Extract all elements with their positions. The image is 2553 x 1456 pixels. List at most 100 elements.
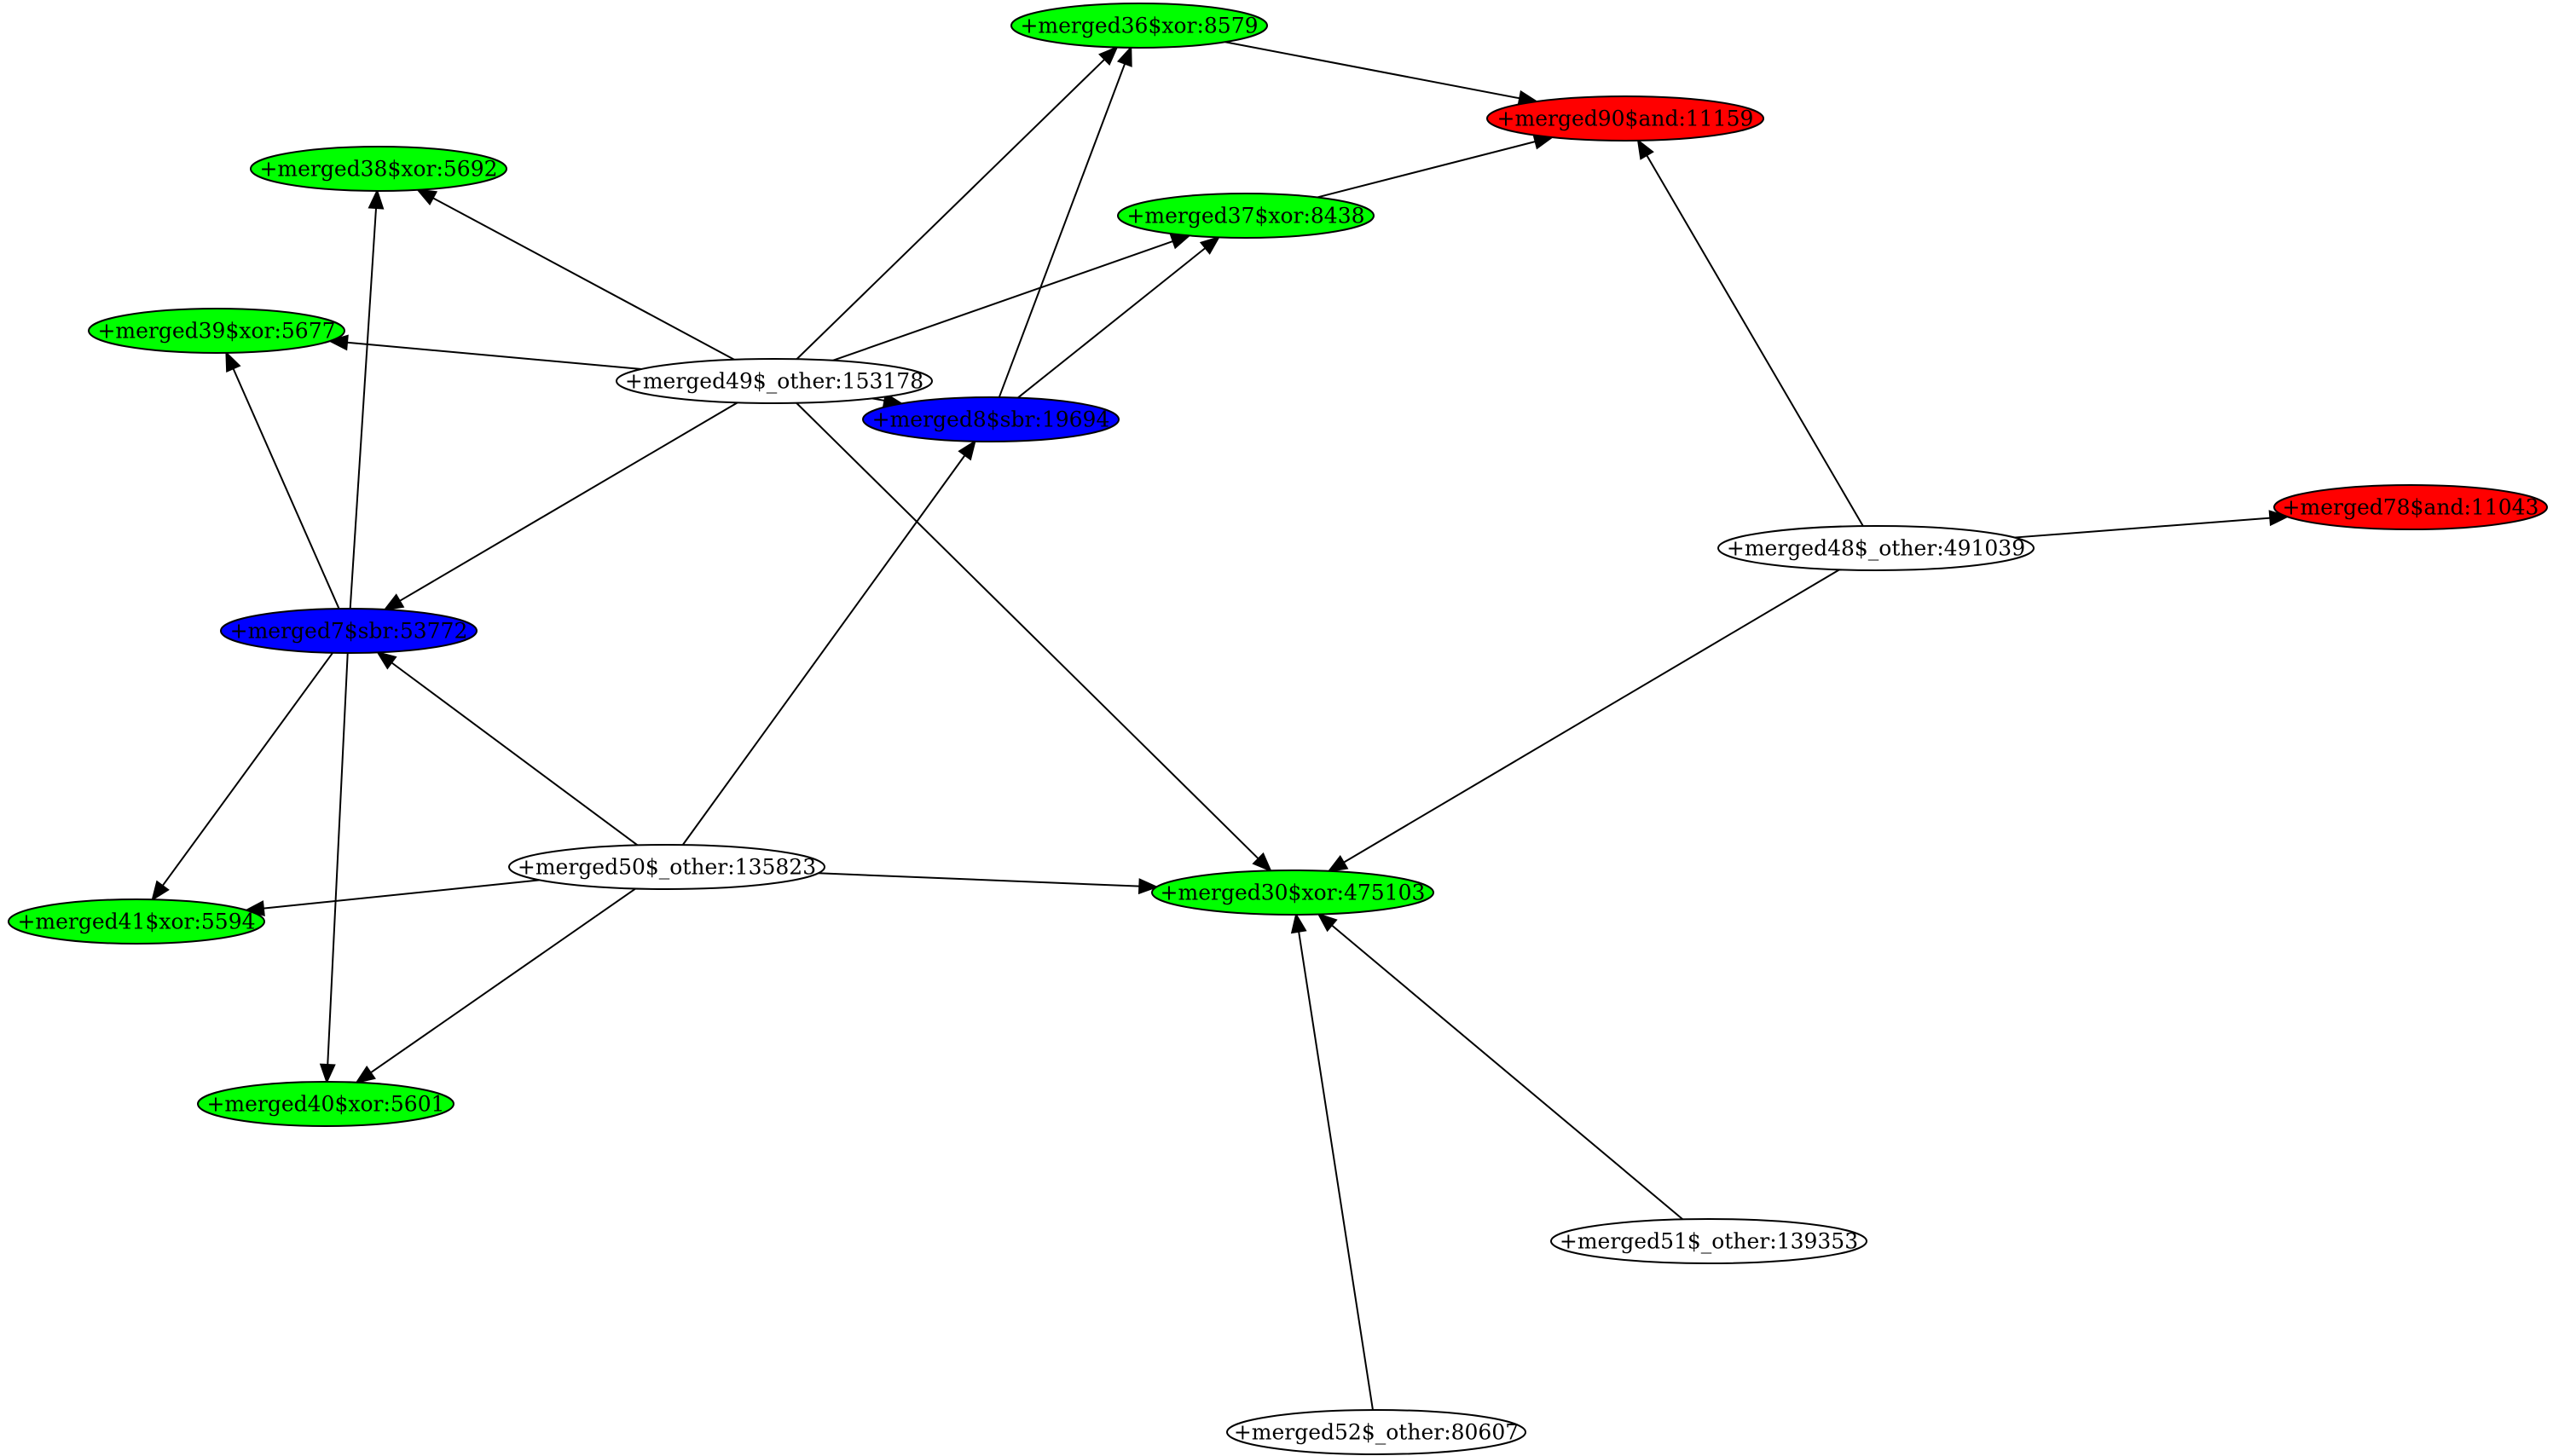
edge-merged48-to-merged30: [1327, 569, 1840, 873]
node-label: +merged48$_other:491039: [1727, 536, 2025, 561]
arrow-head: [1252, 852, 1272, 873]
edge-line: [2014, 517, 2271, 539]
node-merged41: +merged41$xor:5594: [8, 898, 265, 945]
node-label: +merged7$sbr:53772: [230, 619, 468, 644]
arrow-head: [1317, 912, 1338, 933]
edge-line: [998, 63, 1126, 398]
arrow-head: [1199, 235, 1221, 255]
node-label: +merged41$xor:5594: [17, 910, 255, 934]
node-merged38: +merged38$xor:5692: [250, 146, 507, 192]
edge-line: [391, 662, 639, 846]
node-merged37: +merged37$xor:8438: [1117, 193, 1375, 239]
edge-merged36-to-merged90: [1224, 41, 1539, 107]
edge-merged7-to-merged41: [151, 652, 333, 902]
edge-line: [1298, 931, 1374, 1411]
node-ellipse: [1010, 3, 1268, 49]
node-label: +merged51$_other:139353: [1560, 1229, 1858, 1254]
edge-merged52-to-merged30: [1290, 912, 1374, 1411]
arrow-head: [375, 650, 397, 670]
node-merged78: +merged78$and:11043: [2273, 484, 2548, 530]
arrow-head: [225, 350, 241, 373]
node-label: +merged50$_other:135823: [518, 855, 816, 880]
arrow-head: [355, 1066, 376, 1084]
node-ellipse: [508, 844, 825, 890]
edge-merged50-to-merged41: [244, 879, 540, 917]
edge-merged51-to-merged30: [1317, 912, 1684, 1221]
node-ellipse: [8, 898, 265, 945]
arrow-head: [1327, 855, 1349, 873]
edge-line: [346, 341, 642, 370]
node-merged52: +merged52$_other:80607: [1226, 1409, 1526, 1455]
arrow-head: [1290, 912, 1307, 934]
arrow-head: [1636, 138, 1654, 160]
node-label: +merged52$_other:80607: [1234, 1420, 1519, 1445]
node-ellipse: [1550, 1218, 1867, 1264]
node-label: +merged40$xor:5601: [206, 1092, 444, 1117]
edge-line: [399, 402, 738, 602]
node-ellipse: [250, 146, 507, 192]
edge-line: [1017, 247, 1207, 399]
node-ellipse: [197, 1081, 454, 1127]
edge-line: [1646, 154, 1864, 527]
node-merged90: +merged90$and:11159: [1486, 95, 1764, 142]
arrow-head: [1098, 45, 1119, 66]
node-merged39: +merged39$xor:5677: [88, 308, 345, 354]
node-merged48: +merged48$_other:491039: [1717, 525, 2035, 571]
edge-merged50-to-merged7: [375, 650, 639, 846]
node-merged7: +merged7$sbr:53772: [220, 608, 478, 654]
node-ellipse: [2273, 484, 2548, 530]
node-ellipse: [1226, 1409, 1526, 1455]
edge-merged49-to-merged38: [415, 188, 735, 361]
edge-merged8-to-merged37: [1017, 235, 1221, 399]
node-ellipse: [1717, 525, 2035, 571]
edge-merged48-to-merged78: [2014, 510, 2290, 539]
node-merged30: +merged30$xor:475103: [1151, 870, 1434, 916]
edge-line: [1343, 569, 1840, 864]
nodes-layer: +merged36$xor:8579 +merged90$and:11159 +me…: [8, 3, 2548, 1455]
arrow-head: [2268, 510, 2290, 527]
edge-line: [1331, 924, 1684, 1221]
arrow-head: [383, 593, 405, 611]
node-ellipse: [1151, 870, 1434, 916]
edge-merged49-to-merged36: [796, 45, 1119, 360]
node-ellipse: [616, 358, 933, 404]
arrow-head: [319, 1063, 336, 1084]
edge-line: [796, 402, 1259, 859]
edge-line: [327, 652, 349, 1066]
node-ellipse: [1117, 193, 1375, 239]
node-label: +merged90$and:11159: [1497, 107, 1754, 131]
edge-line: [796, 58, 1106, 360]
node-ellipse: [1486, 95, 1764, 142]
edge-merged50-to-merged30: [818, 872, 1159, 895]
edge-line: [370, 887, 636, 1074]
edge-merged50-to-merged8: [681, 439, 976, 846]
node-merged40: +merged40$xor:5601: [197, 1081, 454, 1127]
node-merged36: +merged36$xor:8579: [1010, 3, 1268, 49]
edge-line: [349, 207, 378, 610]
node-label: +merged36$xor:8579: [1020, 14, 1258, 38]
edge-line: [1317, 141, 1536, 199]
node-label: +merged49$_other:153178: [625, 369, 923, 394]
edges-layer: [151, 41, 2290, 1411]
node-label: +merged37$xor:8438: [1126, 204, 1364, 228]
arrow-head: [1116, 45, 1132, 67]
edge-merged49-to-merged37: [832, 234, 1192, 361]
edge-merged50-to-merged40: [355, 887, 636, 1084]
edge-merged7-to-merged39: [225, 350, 340, 610]
edge-merged49-to-merged7: [383, 402, 738, 611]
arrow-head: [958, 439, 976, 461]
node-label: +merged8$sbr:19694: [872, 407, 1110, 432]
edge-line: [432, 197, 735, 361]
edge-line: [263, 879, 540, 910]
edge-merged8-to-merged36: [998, 45, 1132, 398]
node-merged8: +merged8$sbr:19694: [862, 396, 1120, 442]
node-label: +merged30$xor:475103: [1161, 881, 1426, 905]
edge-merged7-to-merged38: [349, 188, 385, 610]
node-label: +merged78$and:11043: [2283, 495, 2539, 520]
node-ellipse: [88, 308, 345, 354]
arrow-head: [415, 188, 438, 206]
edge-merged7-to-merged40: [319, 652, 349, 1084]
edge-line: [832, 240, 1174, 361]
edge-merged48-to-merged90: [1636, 138, 1864, 527]
node-ellipse: [220, 608, 478, 654]
